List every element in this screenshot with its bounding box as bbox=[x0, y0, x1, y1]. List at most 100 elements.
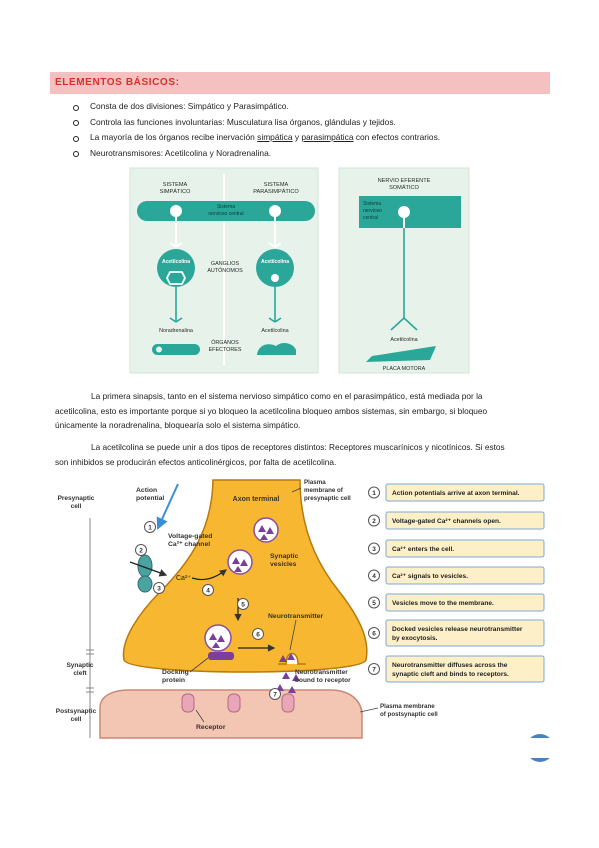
svg-text:4: 4 bbox=[206, 588, 210, 595]
step-number: 7 bbox=[372, 667, 376, 674]
paragraph-synapse: La primera sinapsis, tanto en el sistema… bbox=[55, 389, 547, 433]
step-number: 3 bbox=[372, 546, 376, 553]
paragraph-line: La primera sinapsis, tanto en el sistema… bbox=[91, 391, 483, 401]
step-markers: 1 2 3 4 5 6 7 bbox=[135, 521, 281, 700]
neurotransmitter-label: Neurotransmitter bbox=[268, 613, 323, 620]
svg-text:Acetilcolina: Acetilcolina bbox=[390, 337, 417, 343]
bullet-text: La mayoría de los órganos recibe inervac… bbox=[90, 132, 258, 142]
step-number-circle bbox=[368, 486, 380, 499]
step-box bbox=[385, 566, 545, 585]
paragraph-receptors: La acetilcolina se puede unir a dos tipo… bbox=[55, 440, 547, 469]
svg-text:Axon terminal: Axon terminal bbox=[233, 496, 280, 503]
cns-bar bbox=[137, 201, 315, 221]
svg-text:Acetilcolina: Acetilcolina bbox=[261, 328, 288, 334]
svg-text:5: 5 bbox=[241, 602, 245, 609]
step-number: 4 bbox=[372, 573, 376, 580]
step-number-circle bbox=[368, 596, 380, 609]
bullet-item: Consta de dos divisiones: Simpático y Pa… bbox=[72, 99, 440, 115]
bullet-text: y bbox=[292, 132, 302, 142]
step-text: Ca²⁺ enters the cell. bbox=[392, 546, 454, 553]
svg-text:PLACA MOTORA: PLACA MOTORA bbox=[383, 366, 426, 372]
paragraph-line: La acetilcolina se puede unir a dos tipo… bbox=[91, 442, 505, 452]
docking-protein bbox=[208, 652, 234, 660]
step-number-circle bbox=[368, 569, 380, 582]
effector-organ-left bbox=[152, 344, 200, 355]
step-number: 6 bbox=[372, 631, 376, 638]
step-text: Docked vesicles release neurotransmitter bbox=[392, 626, 523, 633]
bullet-item: Controla las funciones involuntarias: Mu… bbox=[72, 115, 440, 131]
paragraph-line: acetilcolina, esto es importante porque … bbox=[55, 405, 488, 416]
step-text: synaptic cleft and binds to receptors. bbox=[392, 671, 509, 678]
svg-text:Noradrenalina: Noradrenalina bbox=[159, 328, 193, 334]
step-number: 1 bbox=[372, 490, 376, 497]
step-number-circle bbox=[368, 542, 380, 555]
underlined-term: simpática bbox=[257, 132, 293, 142]
acetylcholine-ganglion-right bbox=[256, 249, 294, 287]
step-number-circle bbox=[368, 627, 380, 639]
synaptic-vesicles bbox=[204, 517, 279, 652]
neuron-body bbox=[269, 205, 281, 217]
receptors bbox=[181, 693, 295, 713]
motor-plate bbox=[366, 346, 436, 362]
underlined-term: parasimpática bbox=[301, 132, 354, 142]
step-text: Vesicles move to the membrane. bbox=[392, 600, 494, 607]
step-text: Voltage-gated Ca²⁺ channels open. bbox=[392, 518, 501, 525]
step-box bbox=[385, 655, 545, 683]
steps-legend: 1 Action potentials arrive at axon termin… bbox=[368, 483, 545, 683]
bullet-item: La mayoría de los órganos recibe inervac… bbox=[72, 130, 440, 146]
step-box bbox=[385, 539, 545, 558]
section-title: ELEMENTOS BÁSICOS: bbox=[55, 77, 180, 88]
step-box bbox=[385, 593, 545, 612]
bullet-list: Consta de dos divisiones: Simpático y Pa… bbox=[72, 99, 440, 161]
axon-terminal bbox=[122, 479, 368, 673]
bullet-item: Neurotransmisores: Acetilcolina y Noradr… bbox=[72, 146, 440, 162]
step-text: Ca²⁺ signals to vesicles. bbox=[392, 573, 468, 580]
postsynaptic-membrane bbox=[99, 689, 363, 739]
step-number-circle bbox=[368, 514, 380, 527]
paragraph-line: únicamente la noradrenalina, bloquearía … bbox=[55, 420, 301, 431]
svg-text:Ca²⁺: Ca²⁺ bbox=[176, 575, 191, 582]
svg-text:3: 3 bbox=[157, 586, 161, 593]
step-box bbox=[385, 483, 545, 502]
neuron-body bbox=[398, 206, 410, 218]
svg-text:2: 2 bbox=[139, 548, 143, 555]
step-text: Action potentials arrive at axon termina… bbox=[392, 490, 520, 497]
svg-text:Acetilcolina: Acetilcolina bbox=[162, 259, 190, 265]
neuron-body bbox=[170, 205, 182, 217]
svg-text:7: 7 bbox=[273, 692, 277, 699]
step-number: 2 bbox=[372, 518, 376, 525]
step-text: Neurotransmitter diffuses across the bbox=[392, 662, 508, 669]
neurotransmitter-molecules bbox=[276, 653, 300, 693]
step-number-circle bbox=[368, 663, 380, 675]
section-header: ELEMENTOS BÁSICOS: bbox=[50, 72, 550, 94]
step-box bbox=[385, 511, 545, 530]
effector-organ-right bbox=[257, 343, 296, 355]
step-box bbox=[385, 619, 545, 647]
ganglion-receptor-icon bbox=[165, 271, 187, 285]
bullet-text: con efectos contrarios. bbox=[353, 132, 441, 142]
svg-text:1: 1 bbox=[148, 525, 152, 532]
paragraph-line: son inhibidos se producirán efectos anti… bbox=[55, 456, 337, 467]
step-number: 5 bbox=[372, 600, 376, 607]
svg-text:Acetilcolina: Acetilcolina bbox=[261, 259, 289, 265]
receptor-label: Receptor bbox=[196, 724, 226, 731]
svg-text:6: 6 bbox=[256, 632, 260, 639]
